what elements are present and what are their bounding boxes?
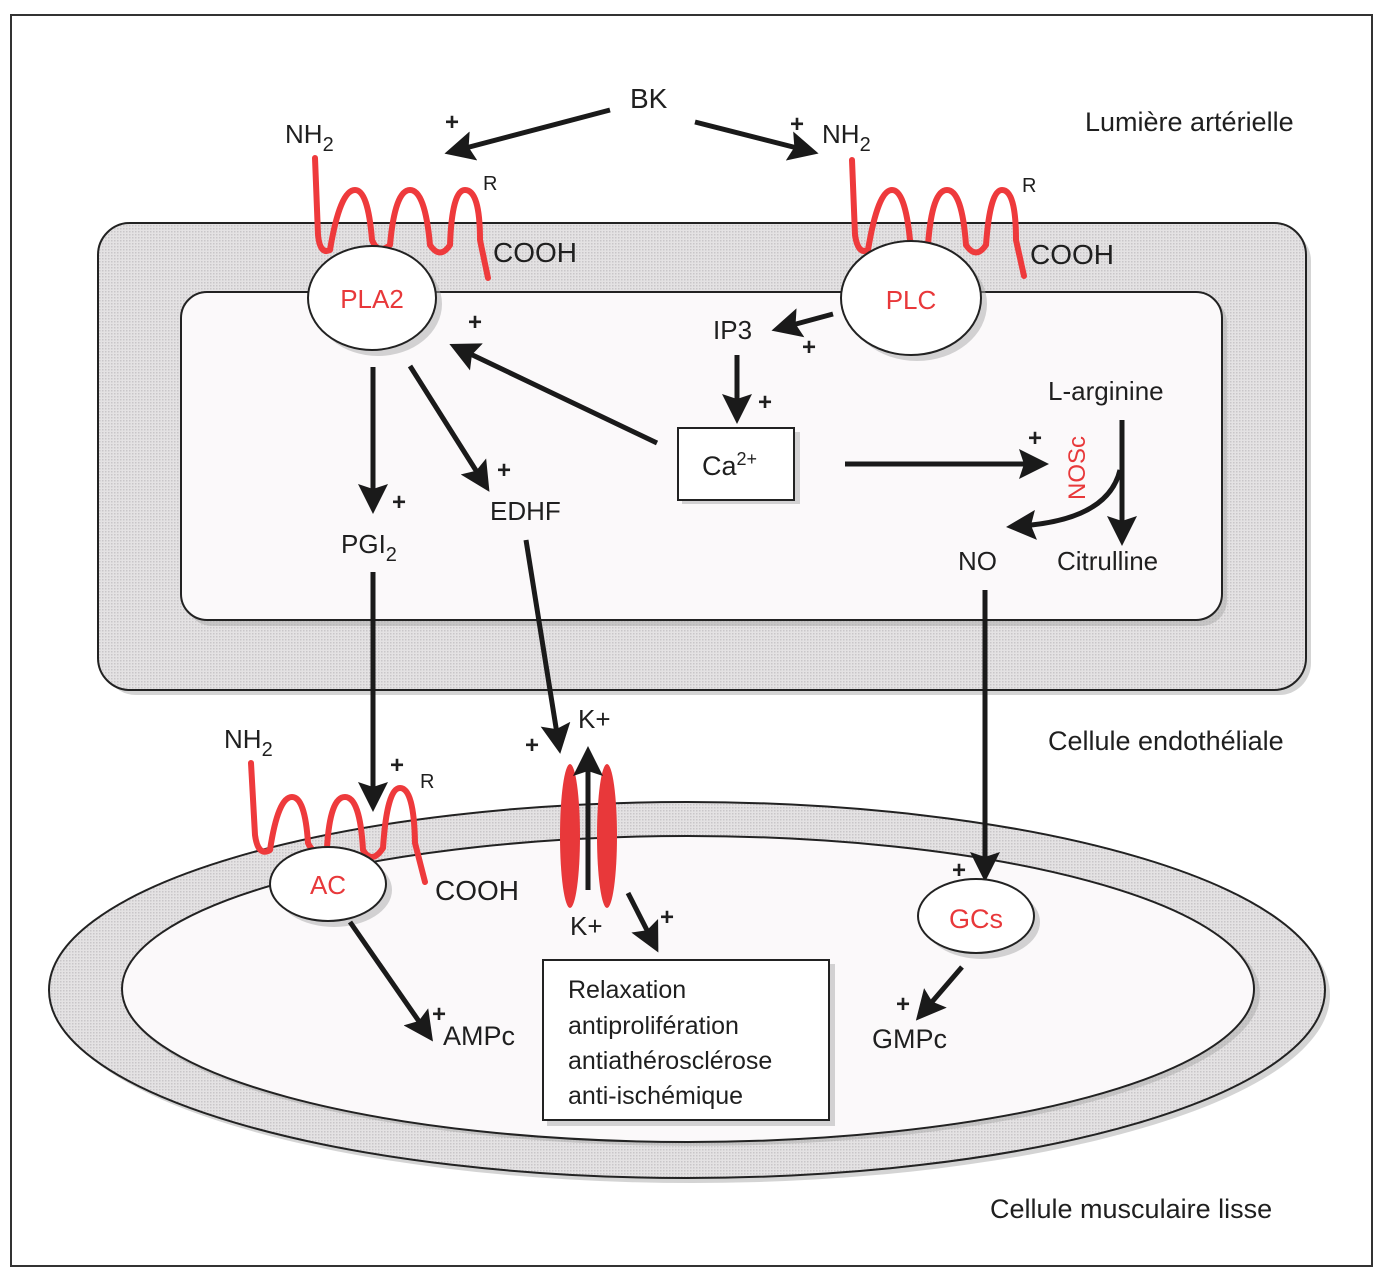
arrow-bk-left bbox=[444, 107, 611, 161]
effects-box: Relaxation antiprolifération antiathéros… bbox=[542, 959, 835, 1126]
svg-text:AC: AC bbox=[310, 870, 346, 900]
region-label-smooth-muscle: Cellule musculaire lisse bbox=[990, 1194, 1272, 1224]
plus-sign: + bbox=[896, 991, 910, 1018]
svg-text:COOH: COOH bbox=[435, 875, 519, 906]
svg-text:anti-ischémique: anti-ischémique bbox=[568, 1082, 743, 1110]
svg-text:COOH: COOH bbox=[1030, 239, 1114, 270]
plus-sign: + bbox=[432, 1001, 446, 1028]
svg-text:antiprolifération: antiprolifération bbox=[568, 1012, 739, 1040]
plus-sign: + bbox=[392, 489, 406, 516]
mediator-gmpc: GMPc bbox=[872, 1024, 947, 1054]
arrow-edhf-kchannel bbox=[523, 539, 571, 754]
receptor-left: NH2 R COOH bbox=[285, 119, 577, 281]
plus-sign: + bbox=[497, 457, 511, 484]
plus-sign: + bbox=[1028, 425, 1042, 452]
svg-text:antiathérosclérose: antiathérosclérose bbox=[568, 1047, 772, 1075]
svg-text:Ca2+: Ca2+ bbox=[702, 449, 757, 481]
arrow-gcs-gmpc bbox=[915, 965, 964, 1021]
mediator-no: NO bbox=[958, 546, 997, 576]
arrow-ca-pla2 bbox=[449, 343, 659, 446]
arrow-plc-ip3 bbox=[771, 308, 834, 338]
arrow-bk-right bbox=[694, 119, 819, 161]
mediator-k-out: K+ bbox=[578, 704, 611, 734]
svg-text:NH2: NH2 bbox=[285, 119, 334, 156]
svg-text:R: R bbox=[483, 173, 497, 195]
svg-text:GCs: GCs bbox=[949, 904, 1003, 934]
mediator-l-arginine: L-arginine bbox=[1048, 376, 1164, 406]
mediator-citrulline: Citrulline bbox=[1057, 546, 1158, 576]
arrow-arginine-no bbox=[1006, 469, 1123, 540]
arrow-pla2-edhf bbox=[407, 364, 490, 492]
plus-sign: + bbox=[660, 904, 674, 931]
svg-text:PLA2: PLA2 bbox=[340, 284, 404, 314]
enzyme-nosc: NOSc bbox=[1064, 436, 1091, 500]
plus-sign: + bbox=[525, 732, 539, 759]
plus-sign: + bbox=[790, 111, 804, 138]
svg-text:NH2: NH2 bbox=[224, 724, 273, 761]
enzyme-ac: AC bbox=[269, 846, 392, 927]
mediator-edhf: EDHF bbox=[490, 496, 561, 526]
mediator-ip3: IP3 bbox=[713, 315, 752, 345]
arrow-k-effects bbox=[625, 891, 659, 953]
enzyme-plc: PLC bbox=[840, 240, 987, 361]
arrow-ac-ampc bbox=[347, 920, 433, 1042]
plus-sign: + bbox=[758, 389, 772, 416]
mediator-k-in: K+ bbox=[570, 911, 603, 941]
enzyme-pla2: PLA2 bbox=[307, 245, 442, 356]
region-label-endothelial: Cellule endothéliale bbox=[1048, 726, 1284, 756]
receptor-right: NH2 R COOH bbox=[822, 119, 1114, 279]
mediator-ampc: AMPc bbox=[443, 1021, 515, 1051]
svg-text:R: R bbox=[420, 771, 434, 793]
svg-text:PLC: PLC bbox=[886, 285, 937, 315]
mediator-pgi2: PGI2 bbox=[341, 529, 397, 566]
plus-sign: + bbox=[390, 752, 404, 779]
svg-text:COOH: COOH bbox=[493, 237, 577, 268]
svg-text:NH2: NH2 bbox=[822, 119, 871, 156]
potassium-channel bbox=[560, 746, 617, 908]
plus-sign: + bbox=[802, 334, 816, 361]
mediator-ca-box: Ca2+ bbox=[677, 427, 800, 504]
enzyme-gcs: GCs bbox=[917, 878, 1040, 959]
ligand-bk: BK bbox=[630, 83, 668, 114]
plus-sign: + bbox=[445, 109, 459, 136]
region-label-lumen: Lumière artérielle bbox=[1085, 107, 1294, 137]
receptor-smooth-muscle: NH2 R COOH bbox=[224, 724, 519, 906]
plus-sign: + bbox=[468, 309, 482, 336]
svg-text:Relaxation: Relaxation bbox=[568, 976, 686, 1004]
plus-sign: + bbox=[952, 857, 966, 884]
svg-text:R: R bbox=[1022, 175, 1036, 197]
